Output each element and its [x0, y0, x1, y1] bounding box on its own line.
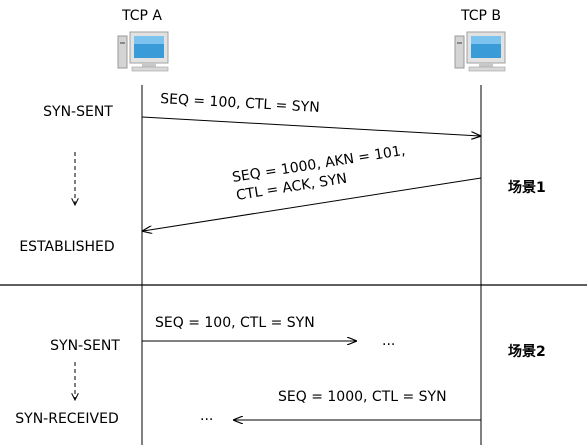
- scenario-2-label: 场景2: [508, 344, 546, 360]
- state-established: ESTABLISHED: [19, 239, 114, 255]
- state-syn-sent: SYN-SENT: [43, 104, 113, 120]
- state-syn-sent: SYN-SENT: [50, 338, 120, 354]
- computer-icon: [454, 31, 506, 72]
- state-syn-received: SYN-RECEIVED: [15, 411, 119, 427]
- computer-icon: [117, 31, 169, 72]
- message-arrow-syn-ack: [143, 177, 482, 231]
- message-arrow-syn: [141, 116, 480, 136]
- scenario-1-label: 场景1: [508, 180, 546, 196]
- continuation-ellipsis: ...: [382, 333, 395, 349]
- message-label-syn-b: SEQ = 1000, CTL = SYN: [278, 389, 447, 405]
- host-a-name: TCP A: [121, 8, 162, 24]
- continuation-ellipsis: ...: [200, 408, 213, 424]
- message-label-syn-a: SEQ = 100, CTL = SYN: [155, 315, 315, 331]
- message-label-syn: SEQ = 100, CTL = SYN: [160, 91, 320, 116]
- host-b-name: TCP B: [460, 8, 501, 24]
